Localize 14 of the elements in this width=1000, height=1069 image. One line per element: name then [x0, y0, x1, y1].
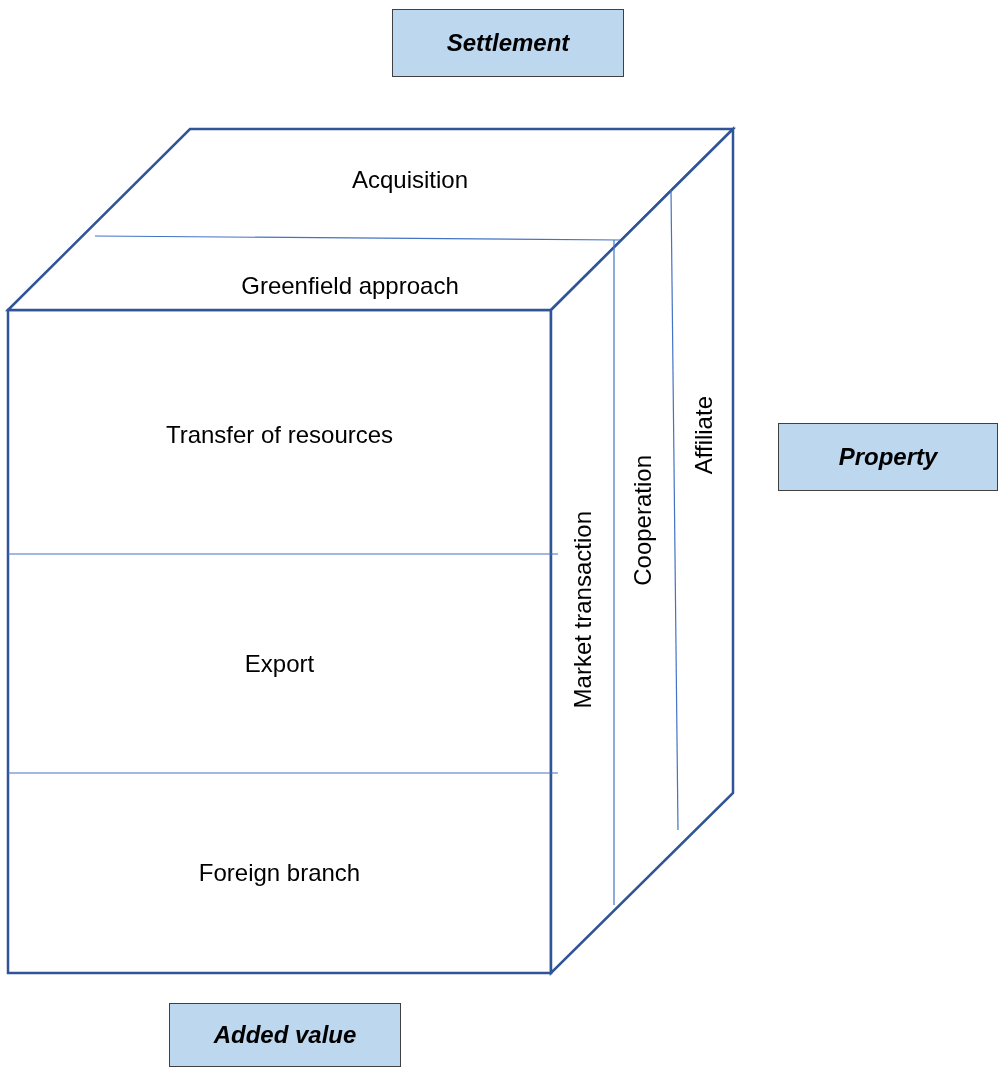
- face-label: Market transaction: [568, 511, 597, 709]
- dimension-box: [778, 423, 998, 491]
- face-label: Foreign branch: [198, 859, 361, 887]
- face-label: Affiliate: [689, 395, 718, 475]
- dimension-label: Property: [838, 443, 938, 471]
- face-label: Greenfield approach: [241, 272, 459, 300]
- face-label: Acquisition: [351, 166, 469, 194]
- face-label: Export: [244, 649, 315, 678]
- dimension-label: Added value: [213, 1021, 357, 1049]
- dimension-box: [392, 9, 624, 77]
- dimension-box: [169, 1003, 401, 1067]
- face-label: Transfer of resources: [165, 421, 394, 449]
- face-label: Cooperation: [628, 454, 657, 586]
- dimension-label: Settlement: [446, 29, 570, 57]
